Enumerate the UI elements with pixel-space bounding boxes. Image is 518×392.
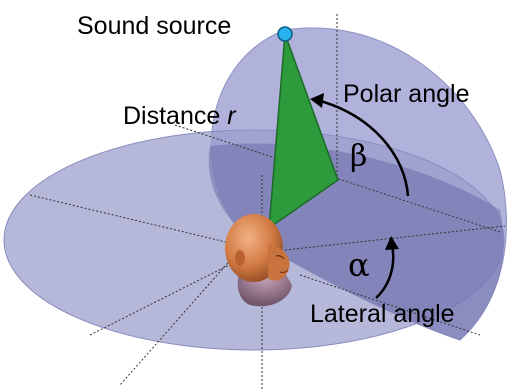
lateral-angle-symbol: α — [348, 246, 370, 284]
lateral-angle-label: Lateral angle — [310, 300, 455, 328]
sound-source-marker — [277, 26, 293, 42]
distance-label-text: Distance — [123, 102, 220, 130]
polar-angle-label: Polar angle — [343, 80, 469, 108]
sound-source-label: Sound source — [77, 12, 231, 40]
distance-variable: r — [227, 102, 237, 130]
polar-angle-arrowhead — [310, 93, 324, 108]
polar-angle-symbol: β — [350, 139, 367, 174]
head-icon — [225, 214, 292, 307]
lateral-angle-arc — [375, 244, 395, 299]
lateral-angle-arrowhead — [385, 236, 399, 250]
reference-axes — [29, 14, 506, 390]
source-distance-triangle — [268, 33, 339, 230]
distance-label: Distance r — [123, 102, 237, 130]
polar-angle-arc — [316, 98, 410, 197]
